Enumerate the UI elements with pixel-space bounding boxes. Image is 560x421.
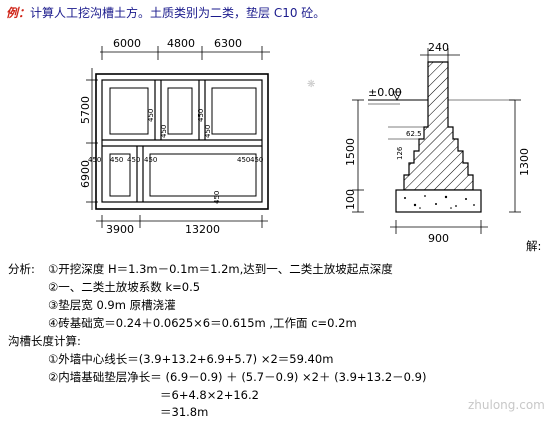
analysis-item: ①开挖深度 H＝1.3m－0.1m＝1.2m,达到一、二类土放坡起点深度 — [48, 262, 393, 276]
drawing-labels: 6000 4800 6300 5700 6900 3900 13200 450 … — [79, 37, 531, 245]
top-dim-label: 6000 — [113, 37, 141, 50]
wall-width-label: 450 — [127, 156, 140, 164]
wall-width-label: 450 — [213, 191, 221, 204]
analysis-item: ②一、二类土放坡系数 k=0.5 — [48, 280, 201, 294]
calc-line: ①外墙中心线长＝(3.9+13.2+6.9+5.7) ×2＝59.40m — [48, 352, 334, 366]
height-100-label: 100 — [344, 189, 357, 210]
calc-line: ＝6+4.8×2+16.2 — [160, 388, 259, 402]
bottom-dim-label: 13200 — [185, 223, 220, 236]
step-height-label: 126 — [396, 146, 404, 160]
title-text: 计算人工挖沟槽土方。土质类别为二类，垫层 C10 砼。 — [30, 6, 326, 20]
problem-title: 例：计算人工挖沟槽土方。土质类别为二类，垫层 C10 砼。 — [6, 4, 325, 21]
section-view — [352, 48, 521, 234]
wall-width-label: 450 — [160, 125, 168, 138]
top-dim-label: 6300 — [214, 37, 242, 50]
height-1500-label: 1500 — [344, 138, 357, 166]
analysis-heading: 分析: — [8, 262, 35, 276]
bottom-dim-label: 3900 — [106, 223, 134, 236]
answer-label: 解: — [526, 239, 542, 253]
section-bottom-width: 900 — [428, 232, 449, 245]
step-width-label: 62.5 — [406, 130, 422, 138]
wall-width-label: 450 — [204, 125, 212, 138]
title-prefix: 例： — [6, 6, 31, 20]
calc-heading: 沟槽长度计算: — [8, 334, 81, 348]
calc-line: ②内墙基础垫层净长＝ (6.9－0.9) ＋ (5.7－0.9) ×2＋ (3.… — [48, 370, 427, 384]
watermark-text: zhulong.com — [468, 398, 545, 412]
height-1300-label: 1300 — [518, 148, 531, 176]
section-top-width: 240 — [428, 41, 449, 54]
wall-width-label: 450 — [197, 109, 205, 122]
elevation-label: ±0.00 — [368, 86, 402, 99]
wall-width-label: 450 — [147, 109, 155, 122]
wall-width-label: 450 — [88, 156, 101, 164]
plan-view — [86, 46, 270, 228]
top-dim-label: 4800 — [167, 37, 195, 50]
wall-width-label: 450 — [237, 156, 250, 164]
analysis-item: ③垫层宽 0.9m 原槽浇灌 — [48, 298, 176, 312]
analysis-item: ④砖基础宽＝0.24＋0.0625×6＝0.615m ,工作面 c=0.2m — [48, 316, 357, 330]
left-dim-label: 5700 — [79, 96, 92, 124]
watermark-mark: ❋ — [304, 79, 316, 88]
left-dim-label: 6900 — [79, 160, 92, 188]
wall-width-label: 450 — [144, 156, 157, 164]
wall-width-label: 450 — [250, 156, 263, 164]
calc-line: ＝31.8m — [160, 405, 209, 419]
wall-width-label: 450 — [110, 156, 123, 164]
